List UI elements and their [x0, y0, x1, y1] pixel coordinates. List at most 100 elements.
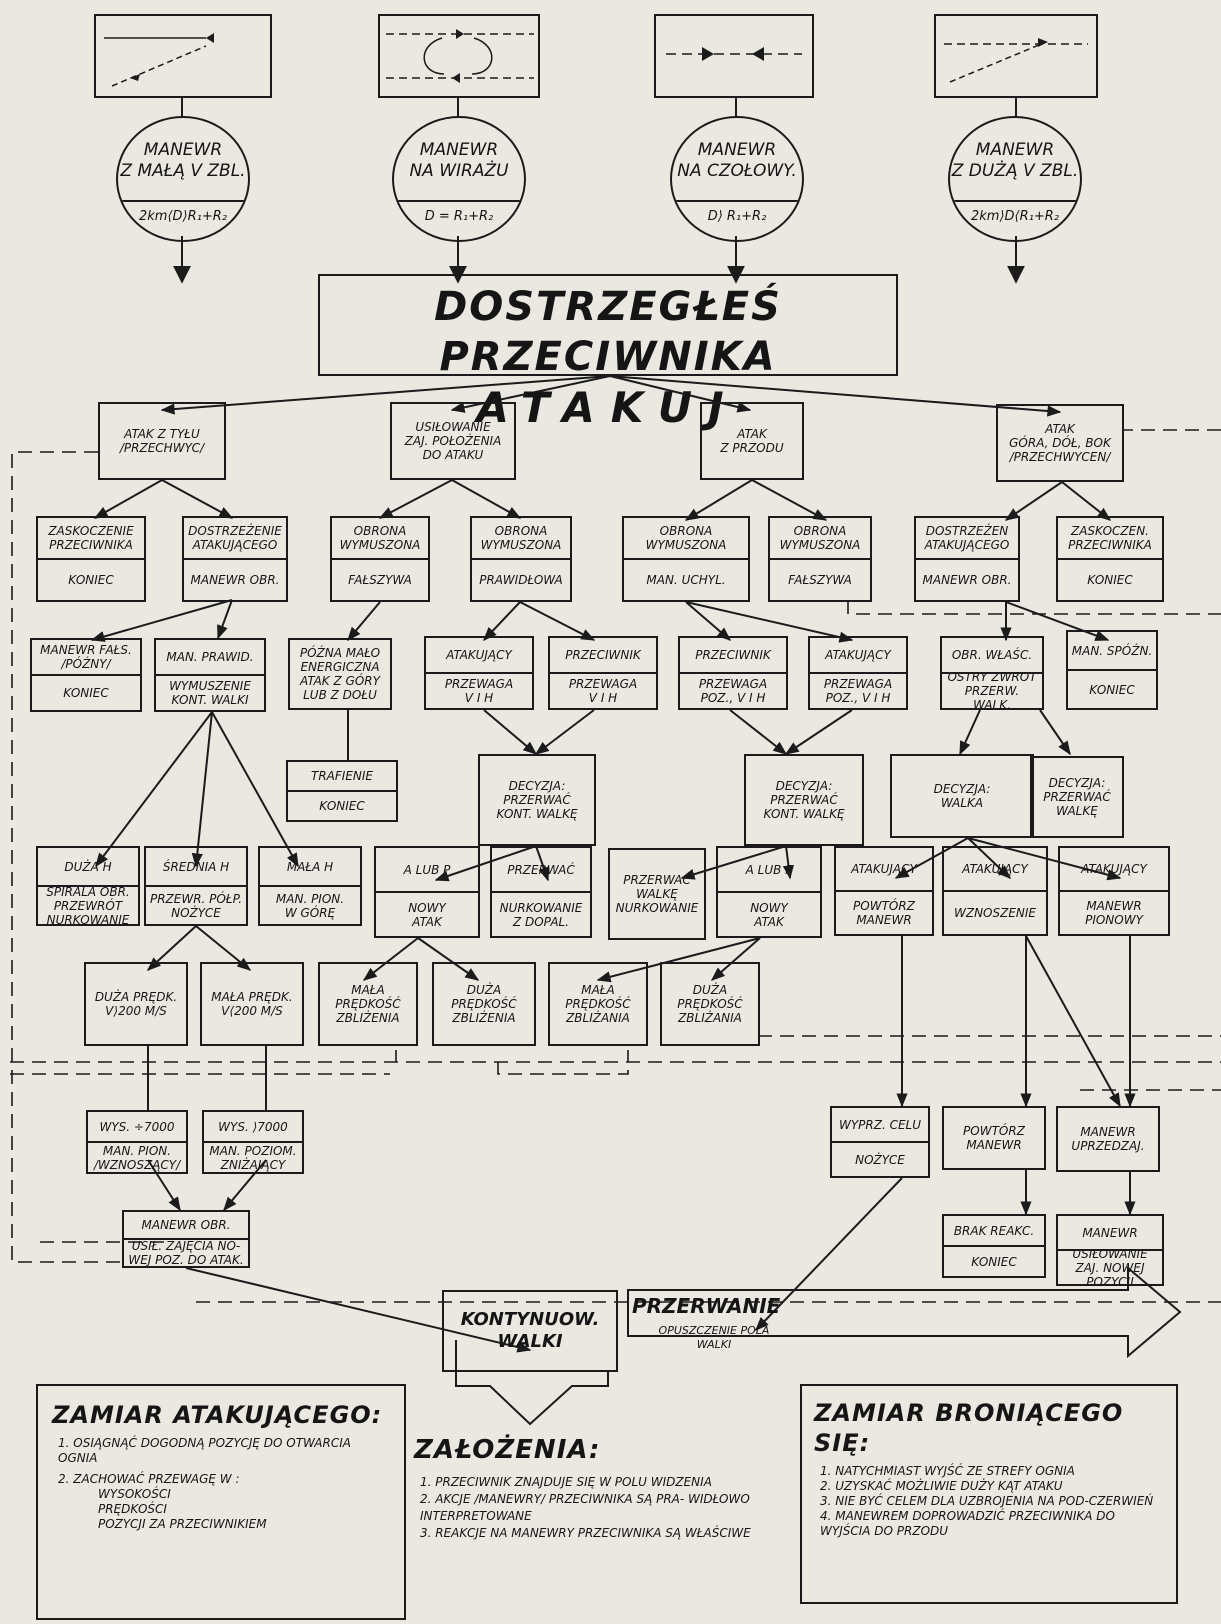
pictogram-manewr-wiraz	[378, 14, 540, 98]
box-detail: KONIEC	[32, 674, 140, 710]
zamiar-broniacego-item: 4. MANEWREM DOPROWADZIĆ PRZECIWNIKA DO W…	[820, 1509, 1115, 1538]
box-heading: ŚREDNIA H	[162, 859, 230, 874]
aircraft-head-on-icon	[666, 47, 802, 61]
box-heading: DECYZJA: PRZERWAĆ KONT. WALKĘ	[763, 779, 845, 821]
zalozenia-title: ZAŁOŻENIA:	[414, 1435, 601, 1465]
box-detail: MAN. PION. W GÓRĘ	[260, 885, 360, 924]
box-heading: MANEWR UPRZEDZAJ.	[1071, 1125, 1145, 1153]
przerwanie-title: PRZERWANIE	[632, 1294, 781, 1318]
box-heading: MAŁA PRĘDKOŚĆ ZBLIŻENIA	[335, 983, 401, 1025]
box-heading: TRAFIENIE	[311, 769, 373, 783]
b-obr-wlasc-box: OBR. WŁAŚC. OSTRY ZWROT PRZERW. WALK.	[940, 636, 1044, 710]
main-subtitle: ATAKUJ	[476, 383, 740, 432]
box-heading: ATAKUJĄCY	[446, 648, 512, 662]
box-detail: FAŁSZYWA	[770, 558, 870, 600]
box-heading: A LUB P	[403, 862, 451, 877]
kontynuacja-label: KONTYNUOW. WALKI	[460, 1309, 600, 1352]
box-heading: DUŻA H	[64, 859, 112, 874]
box-heading: OBRONA WYMUSZONA	[779, 524, 861, 552]
aircraft-pursuit-icon	[104, 33, 214, 87]
box-heading: POWTÓRZ MANEWR	[963, 1124, 1025, 1152]
b-manewr-obr-box: MANEWR OBR.USIŁ. ZAJĘCIA NO- WEJ POZ. DO…	[122, 1210, 250, 1268]
box-detail: KONIEC	[288, 790, 396, 820]
box-detail: PRZEWAGA POZ., V I H	[680, 672, 786, 708]
b-trafienie-box: TRAFIENIE KONIEC	[286, 760, 398, 822]
circle-manewr-czolowy: MANEWR NA CZOŁOWY. D⟩ R₁+R₂	[670, 116, 804, 242]
b-man-prawid-box: MAN. PRAWID.WYMUSZENIE KONT. WALKI	[154, 638, 266, 712]
box-heading: WYS. ÷7000	[99, 1119, 175, 1134]
circle-formula: 2km⟨D⟩R₁+R₂	[118, 200, 248, 232]
pictogram-manewr-mala-v	[94, 14, 272, 98]
box-heading: DUŻA PRĘDKOŚĆ ZBLIŻANIA	[677, 983, 743, 1025]
b-decyzja-przerwac-box: DECYZJA: PRZERWAĆ WALKĘ	[1030, 756, 1124, 838]
box-heading: A LUB P	[745, 862, 793, 877]
zamiar-atakujacego-panel: ZAMIAR ATAKUJĄCEGO: 1. OSIĄGNĄĆ DOGODNĄ …	[36, 1384, 406, 1620]
b-powtorz-box: POWTÓRZ MANEWR	[942, 1106, 1046, 1170]
box-detail: KONIEC	[38, 558, 144, 600]
box-heading: ATAKUJĄCY	[825, 648, 891, 662]
box-heading: OBRONA WYMUSZONA	[480, 524, 562, 552]
zamiar-atakujacego-subitem: POZYCJI ZA PRZECIWNIKIEM	[98, 1517, 267, 1531]
circle-title: MANEWR Z MAŁĄ V ZBL.	[120, 140, 246, 181]
box-detail: OSTRY ZWROT PRZERW. WALK.	[942, 672, 1042, 708]
box-heading: DUŻA PRĘDK. V⟩200 m/s	[94, 990, 178, 1018]
box-heading: MAŁA PRĘDK. V⟨200 m/s	[211, 990, 293, 1018]
box-detail: KONIEC	[1058, 558, 1162, 600]
b-pozna-box: PÓŹNA MAŁO ENERGICZNA ATAK Z GÓRY LUB Z …	[288, 638, 392, 710]
box-heading: USIŁOWANIE ZAJ. POŁOŻENIA DO ATAKU	[404, 420, 502, 462]
circle-manewr-mala-v: MANEWR Z MAŁĄ V ZBL. 2km⟨D⟩R₁+R₂	[116, 116, 250, 242]
box-detail: MAN. PION. /WZNOSZĄCY/	[88, 1141, 186, 1172]
box-detail: MANEWR OBR.	[916, 558, 1018, 600]
b-atak-przodu-box: ATAK Z PRZODU	[700, 402, 804, 480]
circle-manewr-duza-v: MANEWR Z DUŻĄ V ZBL. 2km⟩D⟨R₁+R₂	[948, 116, 1082, 242]
box-heading: OBRONA WYMUSZONA	[645, 524, 727, 552]
b-srednia-h-box: ŚREDNIA H PRZEWR. PÓŁP. NOŻYCE	[144, 846, 248, 926]
box-heading: BRAK REAKC.	[953, 1223, 1035, 1238]
b-obr-falsz2-box: OBRONA WYMUSZONA FAŁSZYWA	[768, 516, 872, 602]
b-atak-gora-box: ATAK GÓRA, DÓŁ, BOK /PRZECHWYCEN/	[996, 404, 1124, 482]
box-detail: NOWY ATAK	[718, 891, 820, 936]
box-heading: DECYZJA: WALKA	[933, 782, 991, 810]
box-detail: PRZEWR. PÓŁP. NOŻYCE	[146, 885, 246, 924]
box-heading: ATAKUJĄCY	[962, 862, 1028, 876]
box-heading: OBR. WŁAŚC.	[951, 648, 1033, 662]
down-arrow-shape	[455, 1340, 609, 1426]
box-heading: MANEWR	[1082, 1225, 1138, 1240]
b-przerwac-walke-box: PRZERWAĆ WALKĘ NURKOWANIE	[608, 848, 706, 940]
box-heading: DECYZJA: PRZERWAĆ WALKĘ	[1043, 776, 1111, 818]
box-detail: USIŁ. ZAJĘCIA NO- WEJ POZ. DO ATAK.	[124, 1238, 248, 1266]
b-przec-vih1-box: PRZECIWNIK PRZEWAGA V I H	[548, 636, 658, 710]
b-mala-predk-box: MAŁA PRĘDK. V⟨200 m/s	[200, 962, 304, 1046]
b-duza-predk-box: DUŻA PRĘDK. V⟩200 m/s	[84, 962, 188, 1046]
box-heading: WYPRZ. CELU	[838, 1117, 922, 1132]
box-detail: PRAWIDŁOWA	[472, 558, 570, 600]
box-detail: MANEWR PIONOWY	[1060, 890, 1168, 934]
box-heading: ZASKOCZEN. PRZECIWNIKA	[1068, 524, 1152, 552]
b-alubp2-box: A LUB P NOWY ATAK	[716, 846, 822, 938]
box-detail: PRZEWAGA V I H	[550, 672, 656, 708]
box-heading: DOSTRZEŻEN ATAKUJĄCEGO	[924, 524, 1010, 552]
main-title: DOSTRZEGŁEŚ PRZECIWNIKA	[434, 284, 782, 380]
zalozenia-item: 3. REAKCJE NA MANEWRY PRZECIWNIKA SĄ WŁA…	[420, 1526, 751, 1540]
pictogram-manewr-duza-v	[934, 14, 1098, 98]
b-decyzja1-box: DECYZJA: PRZERWAĆ KONT. WALKĘ	[478, 754, 596, 846]
zalozenia-item: 2. AKCJE /MANEWRY/ PRZECIWNIKA SĄ PRA- W…	[420, 1492, 750, 1523]
b-falsz-pozny-box: MANEWR FAŁS. /PÓŹNY/KONIEC	[30, 638, 142, 712]
box-detail: WYMUSZENIE KONT. WALKI	[156, 674, 264, 710]
box-heading: ATAK Z TYŁU /PRZECHWYC/	[119, 427, 205, 455]
zamiar-atakujacego-item: 1. OSIĄGNĄĆ DOGODNĄ POZYCJĘ DO OTWARCIA …	[58, 1436, 351, 1465]
aircraft-fast-approach-icon	[944, 38, 1088, 83]
box-detail: POWTÓRZ MANEWR	[836, 890, 932, 934]
box-heading: PRZECIWNIK	[565, 648, 641, 662]
